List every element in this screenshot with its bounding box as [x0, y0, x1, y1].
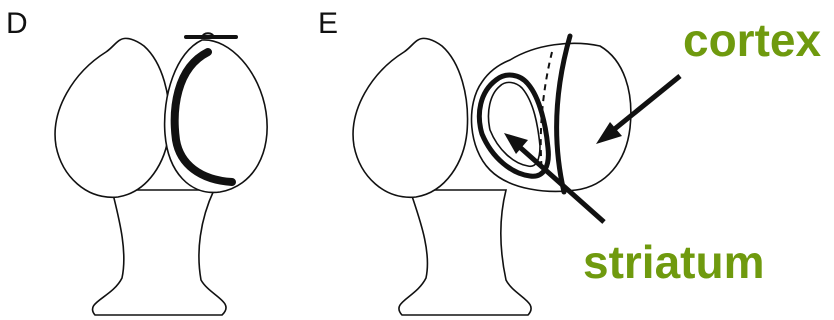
striatum-label: striatum: [583, 236, 764, 288]
panel-d: D: [6, 7, 267, 315]
left-hemisphere-outline: [353, 38, 467, 197]
panel-letter-e: E: [318, 7, 338, 40]
cortex-label: cortex: [683, 14, 821, 66]
right-hemisphere-outline: [472, 43, 631, 191]
brainstem-outline: [399, 190, 531, 315]
left-hemisphere-outline: [55, 38, 169, 197]
panel-e: E cortex striatum: [318, 7, 821, 315]
right-hemisphere-outline: [165, 40, 268, 193]
brainstem-outline: [92, 190, 226, 315]
panel-letter-d: D: [6, 7, 28, 40]
